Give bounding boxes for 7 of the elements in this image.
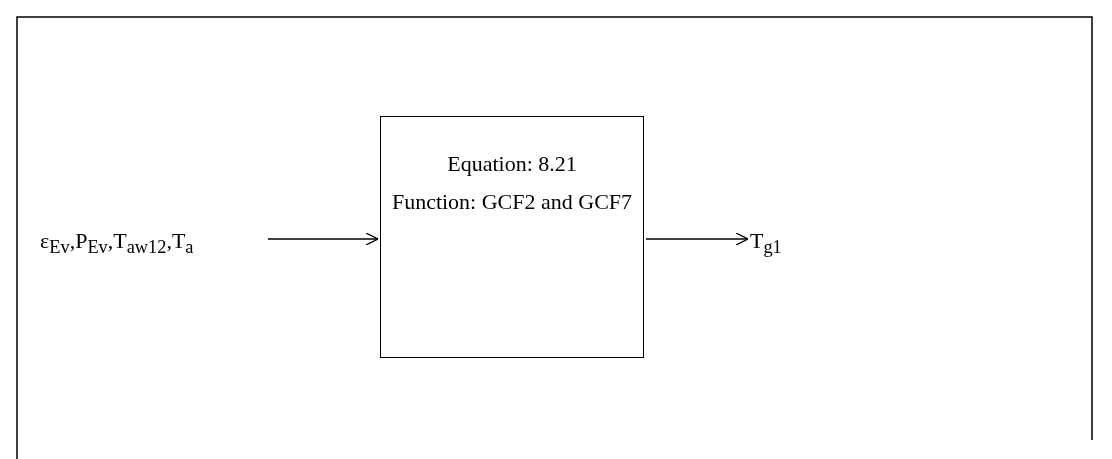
arrow [267,232,379,246]
variable-label: ε$_{Ev}$,P$_{Ev}$,T$_{aw12}$,T$_{a}$ [40,228,194,260]
equation-label: Equation: 8.21 [447,151,577,177]
function-label: Function: GCF2 and GCF7 [391,189,633,215]
process-box [380,116,644,358]
variable-label: T$_{g1}$ [750,228,782,260]
arrow [645,232,749,246]
